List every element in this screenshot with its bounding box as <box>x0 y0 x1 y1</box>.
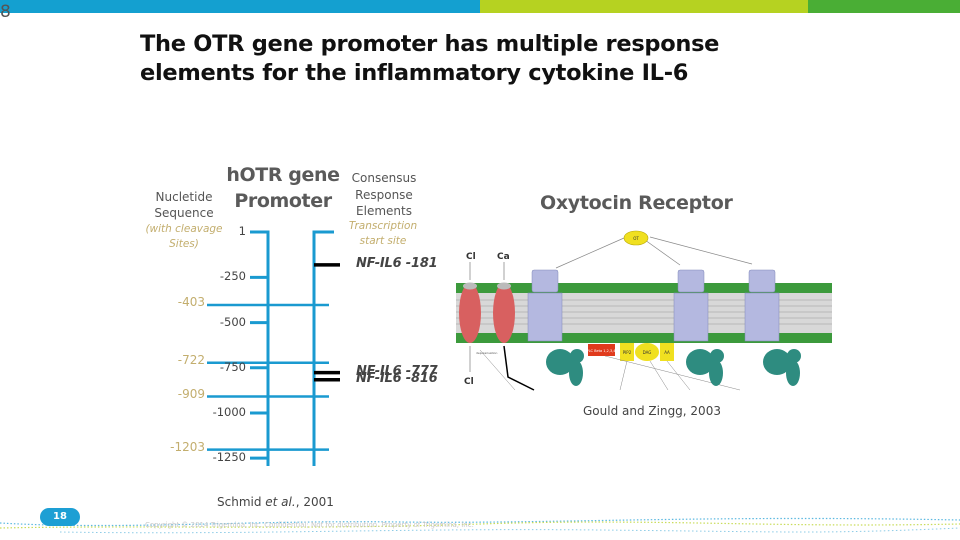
oxytocin-ligand <box>623 230 649 246</box>
dotted-wave-blue <box>0 517 960 527</box>
g-beta-1 <box>569 360 583 386</box>
ligand-arrow-3 <box>649 236 753 265</box>
dotted-wave-lime <box>0 521 960 529</box>
accent-bar-green <box>808 0 960 13</box>
plc-beta <box>588 344 615 356</box>
receptor-2-tm <box>673 292 709 342</box>
citation-year: , 2001 <box>295 495 334 509</box>
accent-bar-lime <box>480 0 808 13</box>
position-tick-label: -1250 <box>212 450 246 465</box>
title-line-2: elements for the inflammatory cytokine I… <box>140 60 689 86</box>
cleavage-site-label: -909 <box>177 386 205 401</box>
promoter-citation: Schmid et al., 2001 <box>217 495 334 509</box>
tss-line-2: start site <box>359 235 407 247</box>
aa-label: AA <box>664 350 670 355</box>
promoter-title-line-2: Promoter <box>234 190 332 212</box>
g-proteins <box>546 349 801 386</box>
cleavage-subheader-line-2: Sites) <box>169 238 199 250</box>
promoter-title-line-1: hOTR gene <box>226 164 340 186</box>
citation-authors: Schmid <box>217 495 266 509</box>
receptors <box>527 269 780 342</box>
cleavage-sites-subheader: (with cleavage Sites) <box>145 222 223 252</box>
copyright-notice: Copyright © 2014 Trigemina, Inc. Confide… <box>145 521 474 529</box>
g-gamma-3 <box>787 349 801 363</box>
channel-link-line <box>503 345 535 391</box>
ligand-arrow-2 <box>644 239 681 266</box>
g-gamma-1 <box>570 349 584 363</box>
dag-label: DAG <box>643 350 652 355</box>
dag <box>635 343 659 361</box>
receptor-title: Oxytocin Receptor <box>540 192 733 214</box>
aa <box>660 343 674 361</box>
nucleotide-sequence-header: Nucletide Sequence <box>145 189 223 221</box>
depolarisation-label: depolarisation <box>476 351 497 355</box>
receptor-citation: Gould and Zingg, 2003 <box>583 404 721 418</box>
response-element-label: NF-IL6 -181 <box>356 255 438 271</box>
response-element-label: NF-IL6 -777 <box>356 363 438 379</box>
cleavage-subheader-line-1: (with cleavage <box>145 223 223 235</box>
receptor-1-tm <box>527 292 563 342</box>
nucleotide-header-line-2: Sequence <box>154 206 214 220</box>
tss-line-1: Transcription <box>348 220 418 232</box>
ligand-arrows <box>555 236 753 269</box>
position-tick-label: -500 <box>219 314 246 329</box>
g-alpha-3 <box>763 349 791 375</box>
consensus-header-line-1: Consensus <box>351 171 417 185</box>
promoter-title: hOTR gene Promoter <box>222 162 344 214</box>
top-accent-bar <box>0 0 960 13</box>
g-gamma-2 <box>710 349 724 363</box>
nucleotide-header-line-1: Nucletide <box>155 190 213 204</box>
consensus-header-line-3: Elements <box>356 204 412 218</box>
receptor-2-loops <box>677 269 705 293</box>
chloride-channel <box>459 283 481 343</box>
calcium-label: Ca <box>497 252 510 262</box>
accent-bar-blue <box>0 0 480 13</box>
corner-slide-number: 8 <box>0 2 11 22</box>
chloride-in-label: Cl <box>464 377 474 387</box>
position-tick-label: -750 <box>219 359 246 374</box>
cleavage-site-label: -403 <box>177 295 205 310</box>
chloride-out-label: Cl <box>466 252 476 262</box>
consensus-header-line-2: Response <box>355 187 413 202</box>
pip2-label: PIP2 <box>623 350 632 355</box>
g-beta-3 <box>786 360 800 386</box>
calcium-channel-cap <box>497 282 511 290</box>
g-beta-2 <box>709 360 723 386</box>
title-line-1: The OTR gene promoter has multiple respo… <box>140 31 720 57</box>
inner-membrane-heads <box>456 333 832 343</box>
receptor-1-loops <box>531 269 559 293</box>
chloride-channel-cap <box>463 282 477 290</box>
transcription-start-site-label: Transcription start site <box>345 219 421 249</box>
position-tick-label: -250 <box>219 269 246 284</box>
page-number-badge: 18 <box>40 508 80 526</box>
position-tick-label: -1000 <box>212 404 246 419</box>
ligand-arrow-1 <box>555 237 625 269</box>
response-element-label: NF-IL6 -816 <box>356 370 438 386</box>
g-alpha-1 <box>546 349 574 375</box>
ligand-label: OT <box>633 236 639 241</box>
consensus-elements-header: Consensus Response Elements <box>348 170 420 220</box>
calcium-channel <box>493 283 515 343</box>
receptor-3-loops <box>748 269 776 293</box>
g-alpha-2 <box>686 349 714 375</box>
outer-membrane-heads <box>456 283 832 293</box>
cleavage-site-label: -1203 <box>170 439 205 454</box>
position-tick-label: 1 <box>238 224 246 238</box>
pathway-lines <box>479 349 741 391</box>
slide-title: The OTR gene promoter has multiple respo… <box>140 30 780 88</box>
plc-label: PLC Beta 1,2,3,4 <box>586 349 616 353</box>
pip2 <box>620 343 634 361</box>
cleavage-site-label: -722 <box>177 352 205 367</box>
receptor-3-tm <box>744 292 780 342</box>
citation-et-al: et al. <box>265 495 296 509</box>
